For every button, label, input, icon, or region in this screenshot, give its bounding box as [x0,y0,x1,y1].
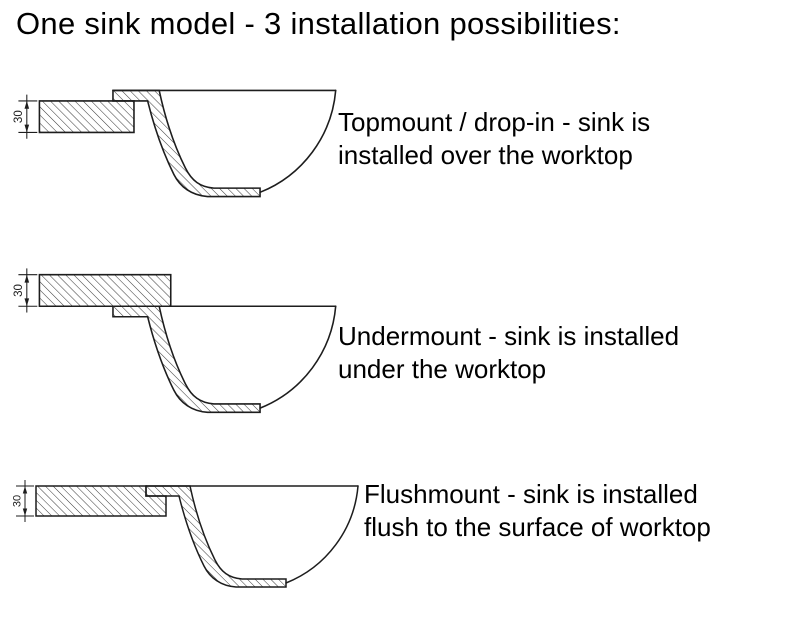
worktop-cross-section [38,273,172,308]
flushmount-caption-line1: Flushmount - sink is installed [364,479,698,509]
dimension-label: 30 [13,284,25,297]
topmount-caption-line2: installed over the worktop [338,140,633,170]
sink-cross-section [145,485,359,588]
worktop-cross-section [38,100,135,134]
sink-cross-section [112,89,337,198]
undermount-diagram: 30 [13,268,337,414]
sink-cross-section [112,305,337,414]
dimension-30: 30 [13,268,38,313]
dimension-30: 30 [12,480,34,522]
dimension-arrow-top [22,486,28,494]
undermount-caption-line1: Undermount - sink is installed [338,321,680,351]
dimension-arrow-bottom [22,508,28,516]
flushmount-caption-line2: flush to the surface of worktop [364,512,711,542]
dimension-arrow-bottom [24,124,30,133]
dimension-label: 30 [13,110,25,123]
undermount-caption: Undermount - sink is installed under the… [338,320,679,386]
flushmount-caption: Flushmount - sink is installed flush to … [364,478,711,544]
dimension-arrow-top [24,100,30,109]
flushmount-diagram: 30 [12,480,359,588]
dimension-arrow-top [24,274,30,283]
dimension-30: 30 [13,94,38,139]
topmount-caption: Topmount / drop-in - sink is installed o… [338,106,650,172]
dimension-arrow-bottom [24,298,30,307]
topmount-diagram: 30 [13,89,337,198]
dimension-label: 30 [12,495,24,507]
page-title: One sink model - 3 installation possibil… [16,6,621,41]
undermount-caption-line2: under the worktop [338,354,547,384]
topmount-caption-line1: Topmount / drop-in - sink is [338,107,651,137]
